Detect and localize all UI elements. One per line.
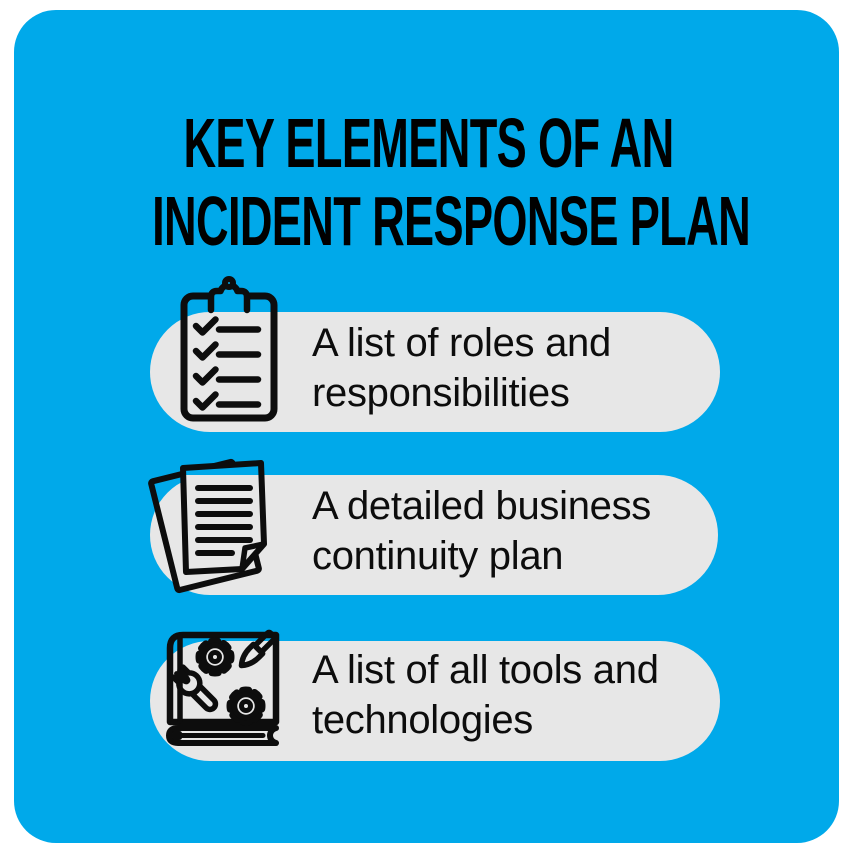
item-label-line: responsibilities xyxy=(312,371,570,415)
item-label-roles: A list of roles and responsibilities xyxy=(312,318,611,418)
item-label-line: A list of all tools and xyxy=(312,648,659,692)
wrench-icon xyxy=(170,664,219,713)
documents-icon xyxy=(145,456,285,596)
poster-title-text: KEY ELEMENTS OF AN INCIDENT RESPONSE PLA… xyxy=(152,104,751,260)
paintbrush-icon xyxy=(238,629,278,669)
item-label-continuity: A detailed business continuity plan xyxy=(312,481,651,581)
item-label-tools: A list of all tools and technologies xyxy=(312,645,659,745)
title-line-1: KEY ELEMENTS OF AN xyxy=(183,104,674,182)
item-label-line: continuity plan xyxy=(312,534,564,578)
item-label-line: technologies xyxy=(312,698,534,742)
poster-title: KEY ELEMENTS OF AN INCIDENT RESPONSE PLA… xyxy=(0,104,857,260)
item-label-line: A list of roles and xyxy=(312,321,611,365)
gear-icon xyxy=(195,637,235,677)
tools-book-icon xyxy=(164,626,282,747)
checklist-clipboard-icon xyxy=(180,270,278,422)
item-label-line: A detailed business xyxy=(312,484,651,528)
title-line-2: INCIDENT RESPONSE PLAN xyxy=(152,182,751,260)
gear-icon xyxy=(226,686,266,726)
